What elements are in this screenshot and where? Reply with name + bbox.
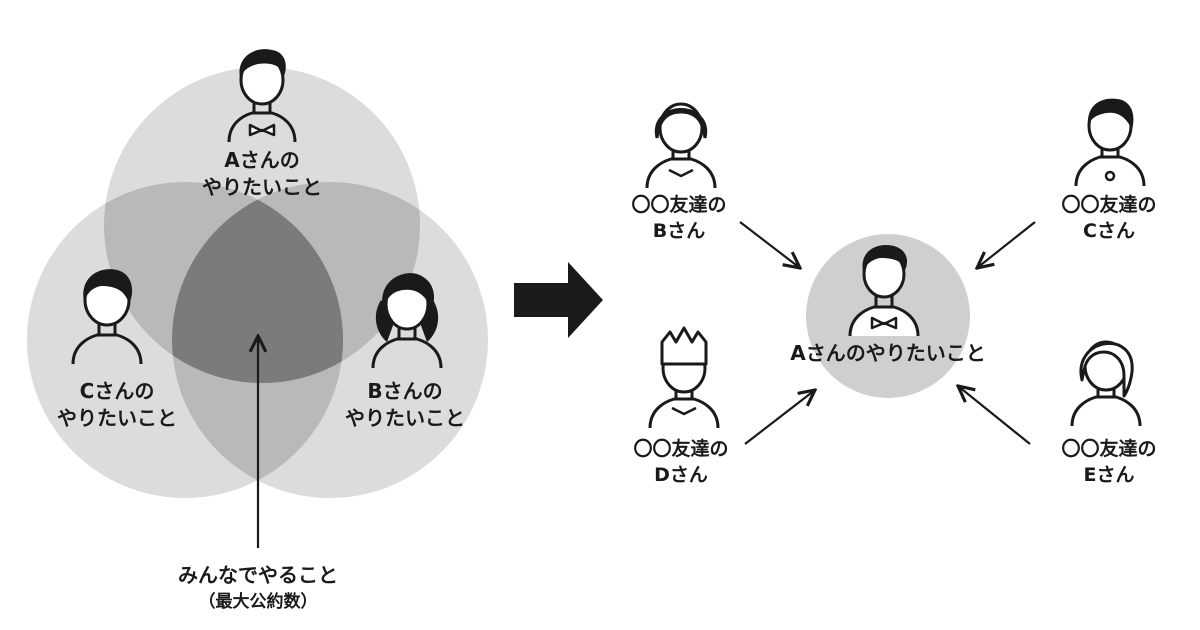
person-a-label-line2: やりたいこと xyxy=(202,175,322,199)
transition-arrow-icon xyxy=(514,262,603,338)
person-a-label-line1: Aさんの xyxy=(224,148,300,172)
arrow-from-friend-e xyxy=(958,386,1031,445)
person-c-label-line2: やりたいこと xyxy=(57,406,177,430)
friend-d-icon xyxy=(648,326,720,429)
common-label-line1: みんなでやること xyxy=(178,563,338,587)
person-a-icon xyxy=(227,49,297,143)
person-c-label: Cさんの やりたいこと xyxy=(57,378,177,432)
friend-e-label-line2: Eさん xyxy=(1083,464,1135,486)
friend-b-label-line2: Bさん xyxy=(652,220,706,242)
friend-c-label: 〇〇友達の Cさん xyxy=(1061,192,1156,244)
center-label: Aさんのやりたいこと xyxy=(790,341,986,365)
friend-e-icon xyxy=(1070,340,1142,427)
arrow-from-friend-c xyxy=(977,221,1036,268)
common-label: みんなでやること （最大公約数） xyxy=(178,562,338,616)
friend-e-label: 〇〇友達の Eさん xyxy=(1061,436,1156,488)
person-b-label-line1: Bさんの xyxy=(367,379,443,403)
common-label-line2: （最大公約数） xyxy=(198,592,318,612)
venn-diagram xyxy=(27,67,488,498)
friend-b-label: 〇〇友達の Bさん xyxy=(631,192,726,244)
person-c-icon xyxy=(71,269,143,365)
person-a-label: Aさんの やりたいこと xyxy=(202,147,322,201)
friend-d-label-line1: 〇〇友達の xyxy=(633,438,729,460)
arrow-from-friend-d xyxy=(744,390,815,445)
venn-overlap-abc xyxy=(172,182,343,383)
friend-b-label-line1: 〇〇友達の xyxy=(631,194,727,216)
person-b-icon xyxy=(371,273,443,369)
friend-d-label-line2: Dさん xyxy=(654,464,708,486)
person-b-label: Bさんの やりたいこと xyxy=(345,378,465,432)
person-b-label-line2: やりたいこと xyxy=(345,406,465,430)
friend-b-icon xyxy=(645,102,717,189)
friend-c-label-line2: Cさん xyxy=(1083,220,1135,242)
arrow-from-friend-b xyxy=(739,221,800,268)
center-person-icon xyxy=(848,245,920,337)
friend-c-icon xyxy=(1074,98,1146,187)
friend-e-label-line1: 〇〇友達の xyxy=(1061,438,1157,460)
friend-d-label: 〇〇友達の Dさん xyxy=(633,436,728,488)
person-c-label-line1: Cさんの xyxy=(79,379,155,403)
friend-c-label-line1: 〇〇友達の xyxy=(1061,194,1157,216)
